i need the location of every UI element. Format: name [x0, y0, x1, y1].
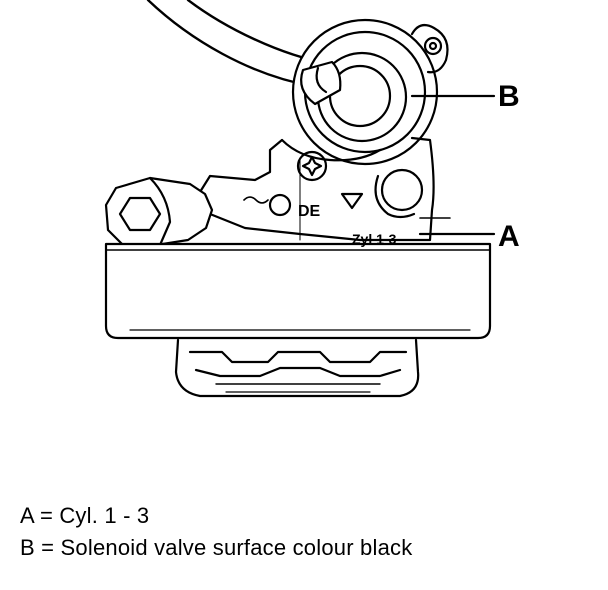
triangle-mark-icon: [340, 192, 364, 210]
solenoid-valve: [291, 18, 449, 166]
hex-socket-icon: [118, 196, 162, 232]
recycle-logo-icon: [268, 193, 292, 217]
engraving-origin-mark: DE: [298, 203, 321, 220]
valve-housing: [198, 136, 451, 242]
legend: A = Cyl. 1 - 3 B = Solenoid valve surfac…: [20, 500, 580, 564]
engraving-cylinder-mark: Zyl 1-3: [352, 231, 397, 247]
legend-item-a: A = Cyl. 1 - 3: [20, 503, 150, 528]
torx-screw-icon: [296, 150, 328, 182]
hex-socket-bolt: [104, 176, 214, 248]
solenoid-valve-diagram: Zyl 1-3 DE B A: [104, 0, 520, 398]
callout-b: B: [498, 80, 520, 113]
lower-bracket: [174, 338, 420, 398]
camshaft-cover: [104, 242, 492, 340]
callout-a: A: [498, 220, 520, 253]
legend-item-b: B = Solenoid valve surface colour black: [20, 535, 413, 560]
